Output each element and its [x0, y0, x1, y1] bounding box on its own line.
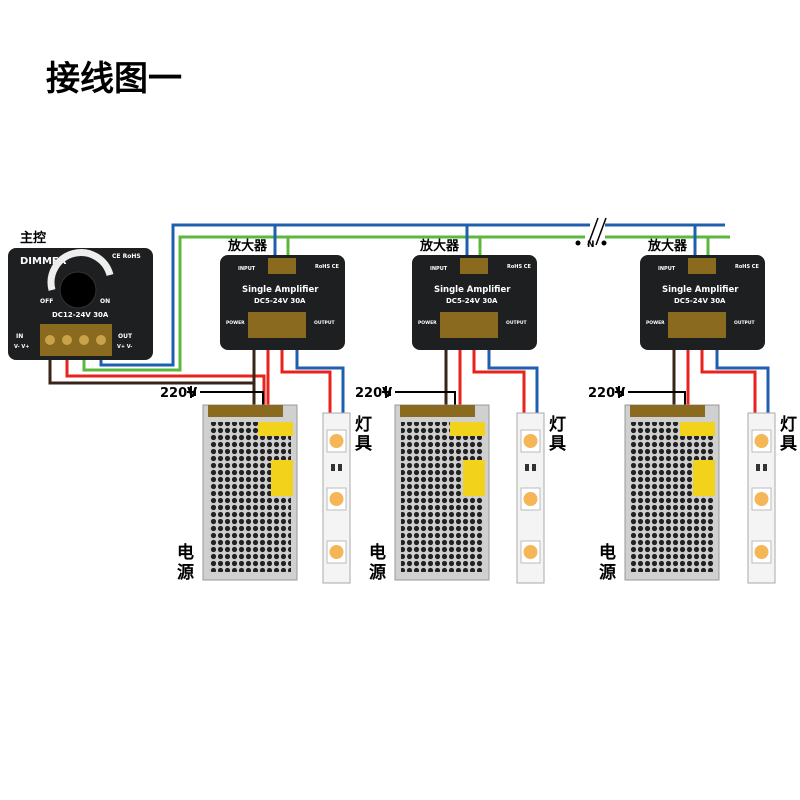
amplifier-input-terminal — [688, 258, 716, 274]
amplifier-label: 放大器 — [419, 238, 460, 254]
amplifier-rating: DC5-24V 30A — [254, 297, 306, 305]
power-supply-label: 电 — [177, 542, 194, 563]
break-mark: N — [575, 217, 607, 250]
power-supply-label: 源 — [177, 562, 194, 583]
dimmer-cert: CE RoHS — [112, 253, 141, 260]
dimmer-on: ON — [100, 298, 110, 305]
dimmer-brand: DIMMER — [20, 256, 67, 267]
diagram-title: 接线图一 — [46, 59, 182, 99]
amplifier-rating: DC5-24V 30A — [446, 297, 498, 305]
power-supply-terminals — [630, 405, 705, 417]
led-chip — [329, 545, 344, 559]
amplifier-cert: RoHS CE — [315, 264, 339, 270]
power-supply-label: 源 — [369, 562, 386, 583]
power-supply-grille — [401, 422, 483, 572]
amplifier-input-terminal — [460, 258, 488, 274]
power-supply-label: 电 — [599, 542, 616, 563]
caution-sticker — [680, 422, 715, 436]
amplifier-name: Single Amplifier — [434, 285, 511, 295]
spec-sticker — [271, 460, 293, 496]
amplifier-power-label: POWER — [226, 320, 245, 326]
dimmer-in-pins: V- V+ — [14, 344, 29, 350]
amplifier-output-label: OUTPUT — [506, 320, 528, 326]
green-bus-wire — [82, 235, 585, 372]
led-chip — [754, 434, 769, 448]
power-supply-label: 电 — [369, 542, 386, 563]
amplifier-label: 放大器 — [647, 238, 688, 254]
power-supply-terminals — [208, 405, 283, 417]
amplifier-input-label: INPUT — [658, 266, 676, 272]
led-chip — [523, 545, 538, 559]
power-supply-label: 源 — [599, 562, 616, 583]
ac-220v-label: 220V — [355, 386, 392, 401]
break-label: N — [587, 240, 595, 250]
power-supply-terminals — [400, 405, 475, 417]
plug-icon — [187, 386, 196, 398]
master-dimmer: 主控 DIMMER CE RoHS OFF ON DC12-24V 30A IN… — [8, 230, 153, 360]
led-chip — [754, 492, 769, 506]
channel-unit: 放大器 INPUT RoHS CE Single Amplifier DC5-2… — [160, 225, 372, 584]
ac-220v-label: 220V — [160, 386, 197, 401]
dimmer-off: OFF — [40, 298, 53, 305]
light-label: 具 — [779, 434, 797, 454]
light-label: 具 — [354, 434, 372, 454]
led-chip — [329, 492, 344, 506]
plug-icon — [382, 386, 391, 398]
spec-sticker — [463, 460, 485, 496]
caution-sticker — [450, 422, 485, 436]
amplifier-output-terminal — [248, 312, 306, 338]
light-label: 具 — [548, 434, 566, 454]
dimmer-rating: DC12-24V 30A — [52, 311, 109, 319]
channel-unit: 放大器 INPUT RoHS CE Single Amplifier DC5-2… — [588, 225, 797, 584]
dimmer-in: IN — [16, 333, 23, 340]
led-chip — [523, 434, 538, 448]
caution-sticker — [258, 422, 293, 436]
light-label: 灯 — [549, 415, 566, 435]
amplifier-power-label: POWER — [418, 320, 437, 326]
dimmer-out: OUT — [118, 333, 133, 340]
dimmer-out-pins: V+ V- — [117, 344, 132, 350]
amplifier-output-terminal — [668, 312, 726, 338]
light-label: 灯 — [780, 415, 797, 435]
led-chip — [523, 492, 538, 506]
led-chip — [754, 545, 769, 559]
dimmer-scale-arc — [47, 249, 114, 291]
amplifier-name: Single Amplifier — [662, 285, 739, 295]
amplifier-name: Single Amplifier — [242, 285, 319, 295]
amplifier-cert: RoHS CE — [507, 264, 531, 270]
amplifier-output-label: OUTPUT — [734, 320, 756, 326]
ac-220v-label: 220V — [588, 386, 625, 401]
amplifier-cert: RoHS CE — [735, 264, 759, 270]
amplifier-input-label: INPUT — [238, 266, 256, 272]
power-supply-grille — [631, 422, 713, 572]
amplifier-label: 放大器 — [227, 238, 268, 254]
amplifier-input-label: INPUT — [430, 266, 448, 272]
dimmer-knob[interactable] — [59, 271, 97, 309]
amplifier-rating: DC5-24V 30A — [674, 297, 726, 305]
amplifier-power-label: POWER — [646, 320, 665, 326]
master-label: 主控 — [20, 230, 46, 246]
led-chip — [329, 434, 344, 448]
channel-unit: 放大器 INPUT RoHS CE Single Amplifier DC5-2… — [355, 225, 566, 584]
amplifier-input-terminal — [268, 258, 296, 274]
spec-sticker — [693, 460, 715, 496]
amplifier-output-terminal — [440, 312, 498, 338]
amplifier-output-label: OUTPUT — [314, 320, 336, 326]
light-label: 灯 — [355, 415, 372, 435]
plug-icon — [615, 386, 624, 398]
power-supply-grille — [209, 422, 291, 572]
